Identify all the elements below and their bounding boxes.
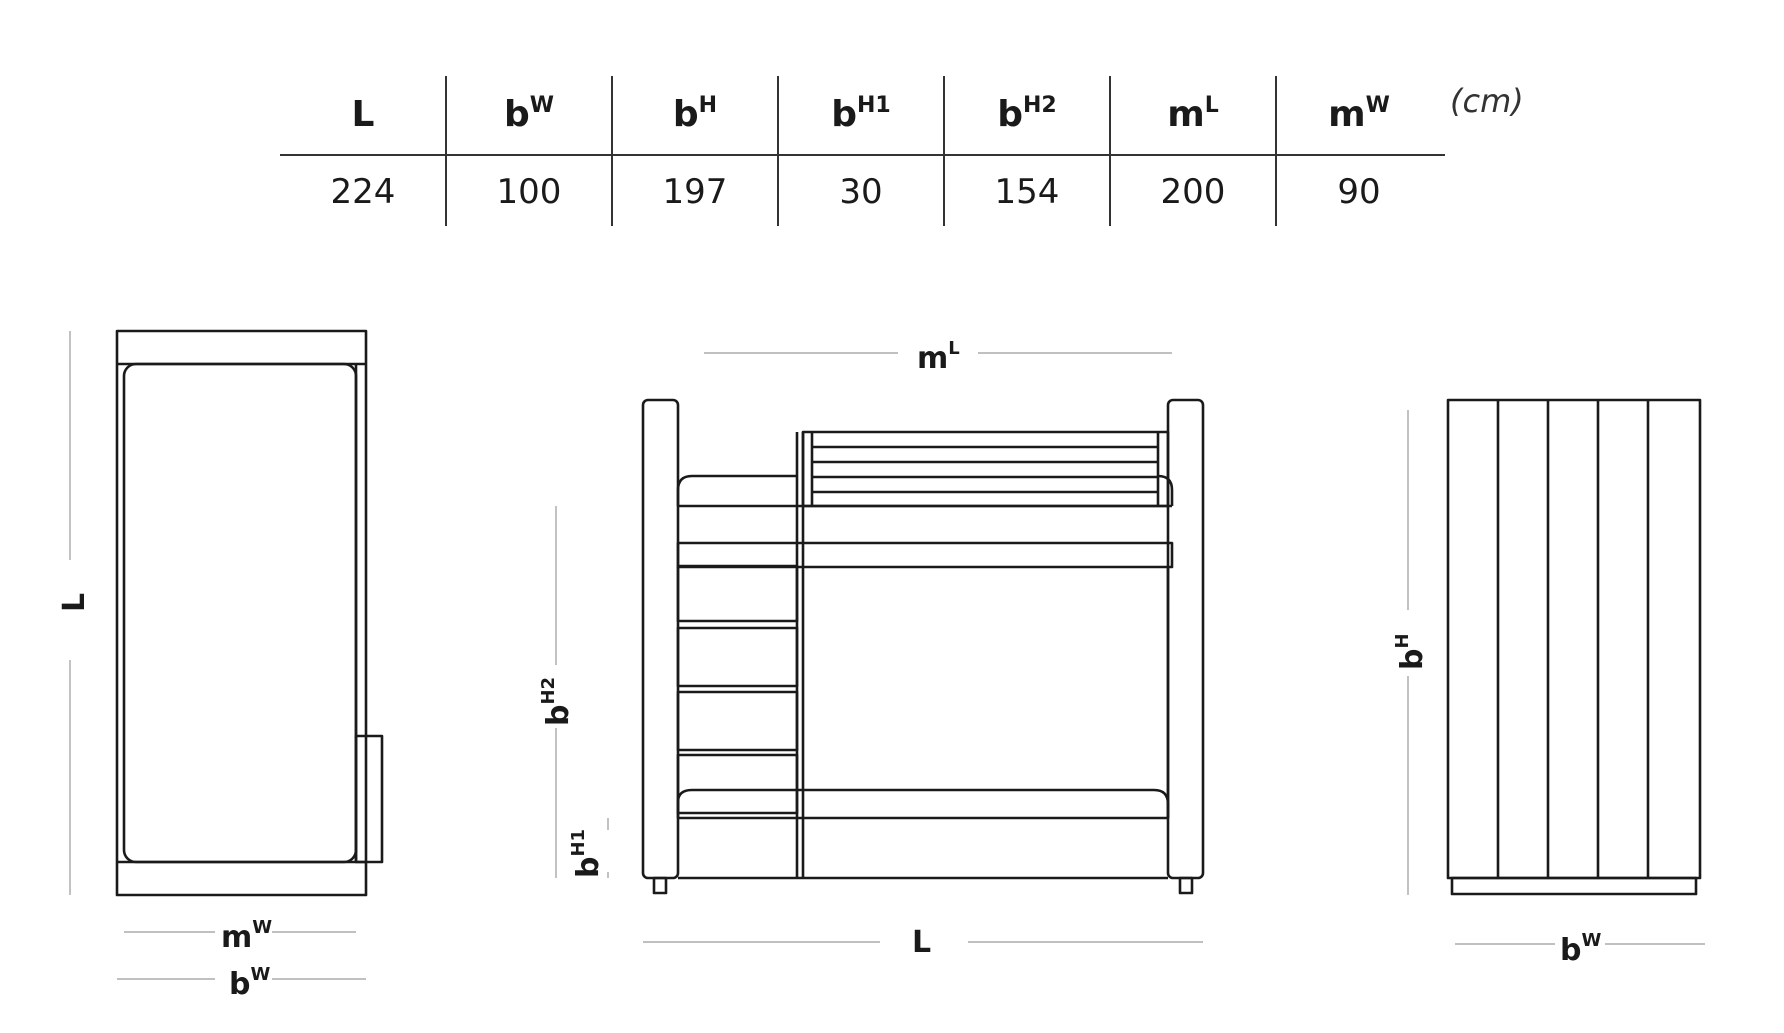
table-column-divider xyxy=(445,76,447,226)
dim-label-bH1: bH1 xyxy=(568,829,606,878)
value-bW: 100 xyxy=(496,172,562,212)
table-header-divider xyxy=(280,154,1445,156)
value-bH1: 30 xyxy=(839,172,883,212)
dim-label-L-vertical: L xyxy=(57,593,92,612)
dim-label-bW-top-view: bW xyxy=(229,964,270,1002)
table-column-divider xyxy=(1109,76,1111,226)
front-view-drawing xyxy=(641,398,1205,895)
dimension-table: L bW bH bH1 bH2 mL mW 224 100 197 30 154… xyxy=(280,76,1445,226)
header-bH: bH xyxy=(672,93,718,135)
dimension-lines xyxy=(69,331,1705,980)
side-view-drawing xyxy=(1446,398,1702,896)
unit-label: (cm) xyxy=(1450,82,1524,120)
header-mL: mL xyxy=(1167,93,1219,135)
value-bH: 197 xyxy=(662,172,728,212)
value-L: 224 xyxy=(330,172,396,212)
header-L: L xyxy=(351,94,375,135)
dim-label-bH2: bH2 xyxy=(538,677,576,726)
dim-label-bW-side-view: bW xyxy=(1560,930,1601,968)
value-mW: 90 xyxy=(1337,172,1381,212)
value-mL: 200 xyxy=(1160,172,1226,212)
table-column-divider xyxy=(943,76,945,226)
dim-label-L-horizontal: L xyxy=(912,925,931,960)
header-bW: bW xyxy=(503,93,555,135)
dim-label-mL: mL xyxy=(917,338,960,376)
dim-label-mW: mW xyxy=(221,917,272,955)
table-column-divider xyxy=(777,76,779,226)
header-mW: mW xyxy=(1328,93,1390,135)
table-column-divider xyxy=(1275,76,1277,226)
top-view-drawing xyxy=(115,329,384,897)
table-column-divider xyxy=(611,76,613,226)
dim-label-bH: bH xyxy=(1392,633,1430,670)
value-bH2: 154 xyxy=(994,172,1060,212)
header-bH2: bH2 xyxy=(997,93,1057,135)
header-bH1: bH1 xyxy=(831,93,891,135)
